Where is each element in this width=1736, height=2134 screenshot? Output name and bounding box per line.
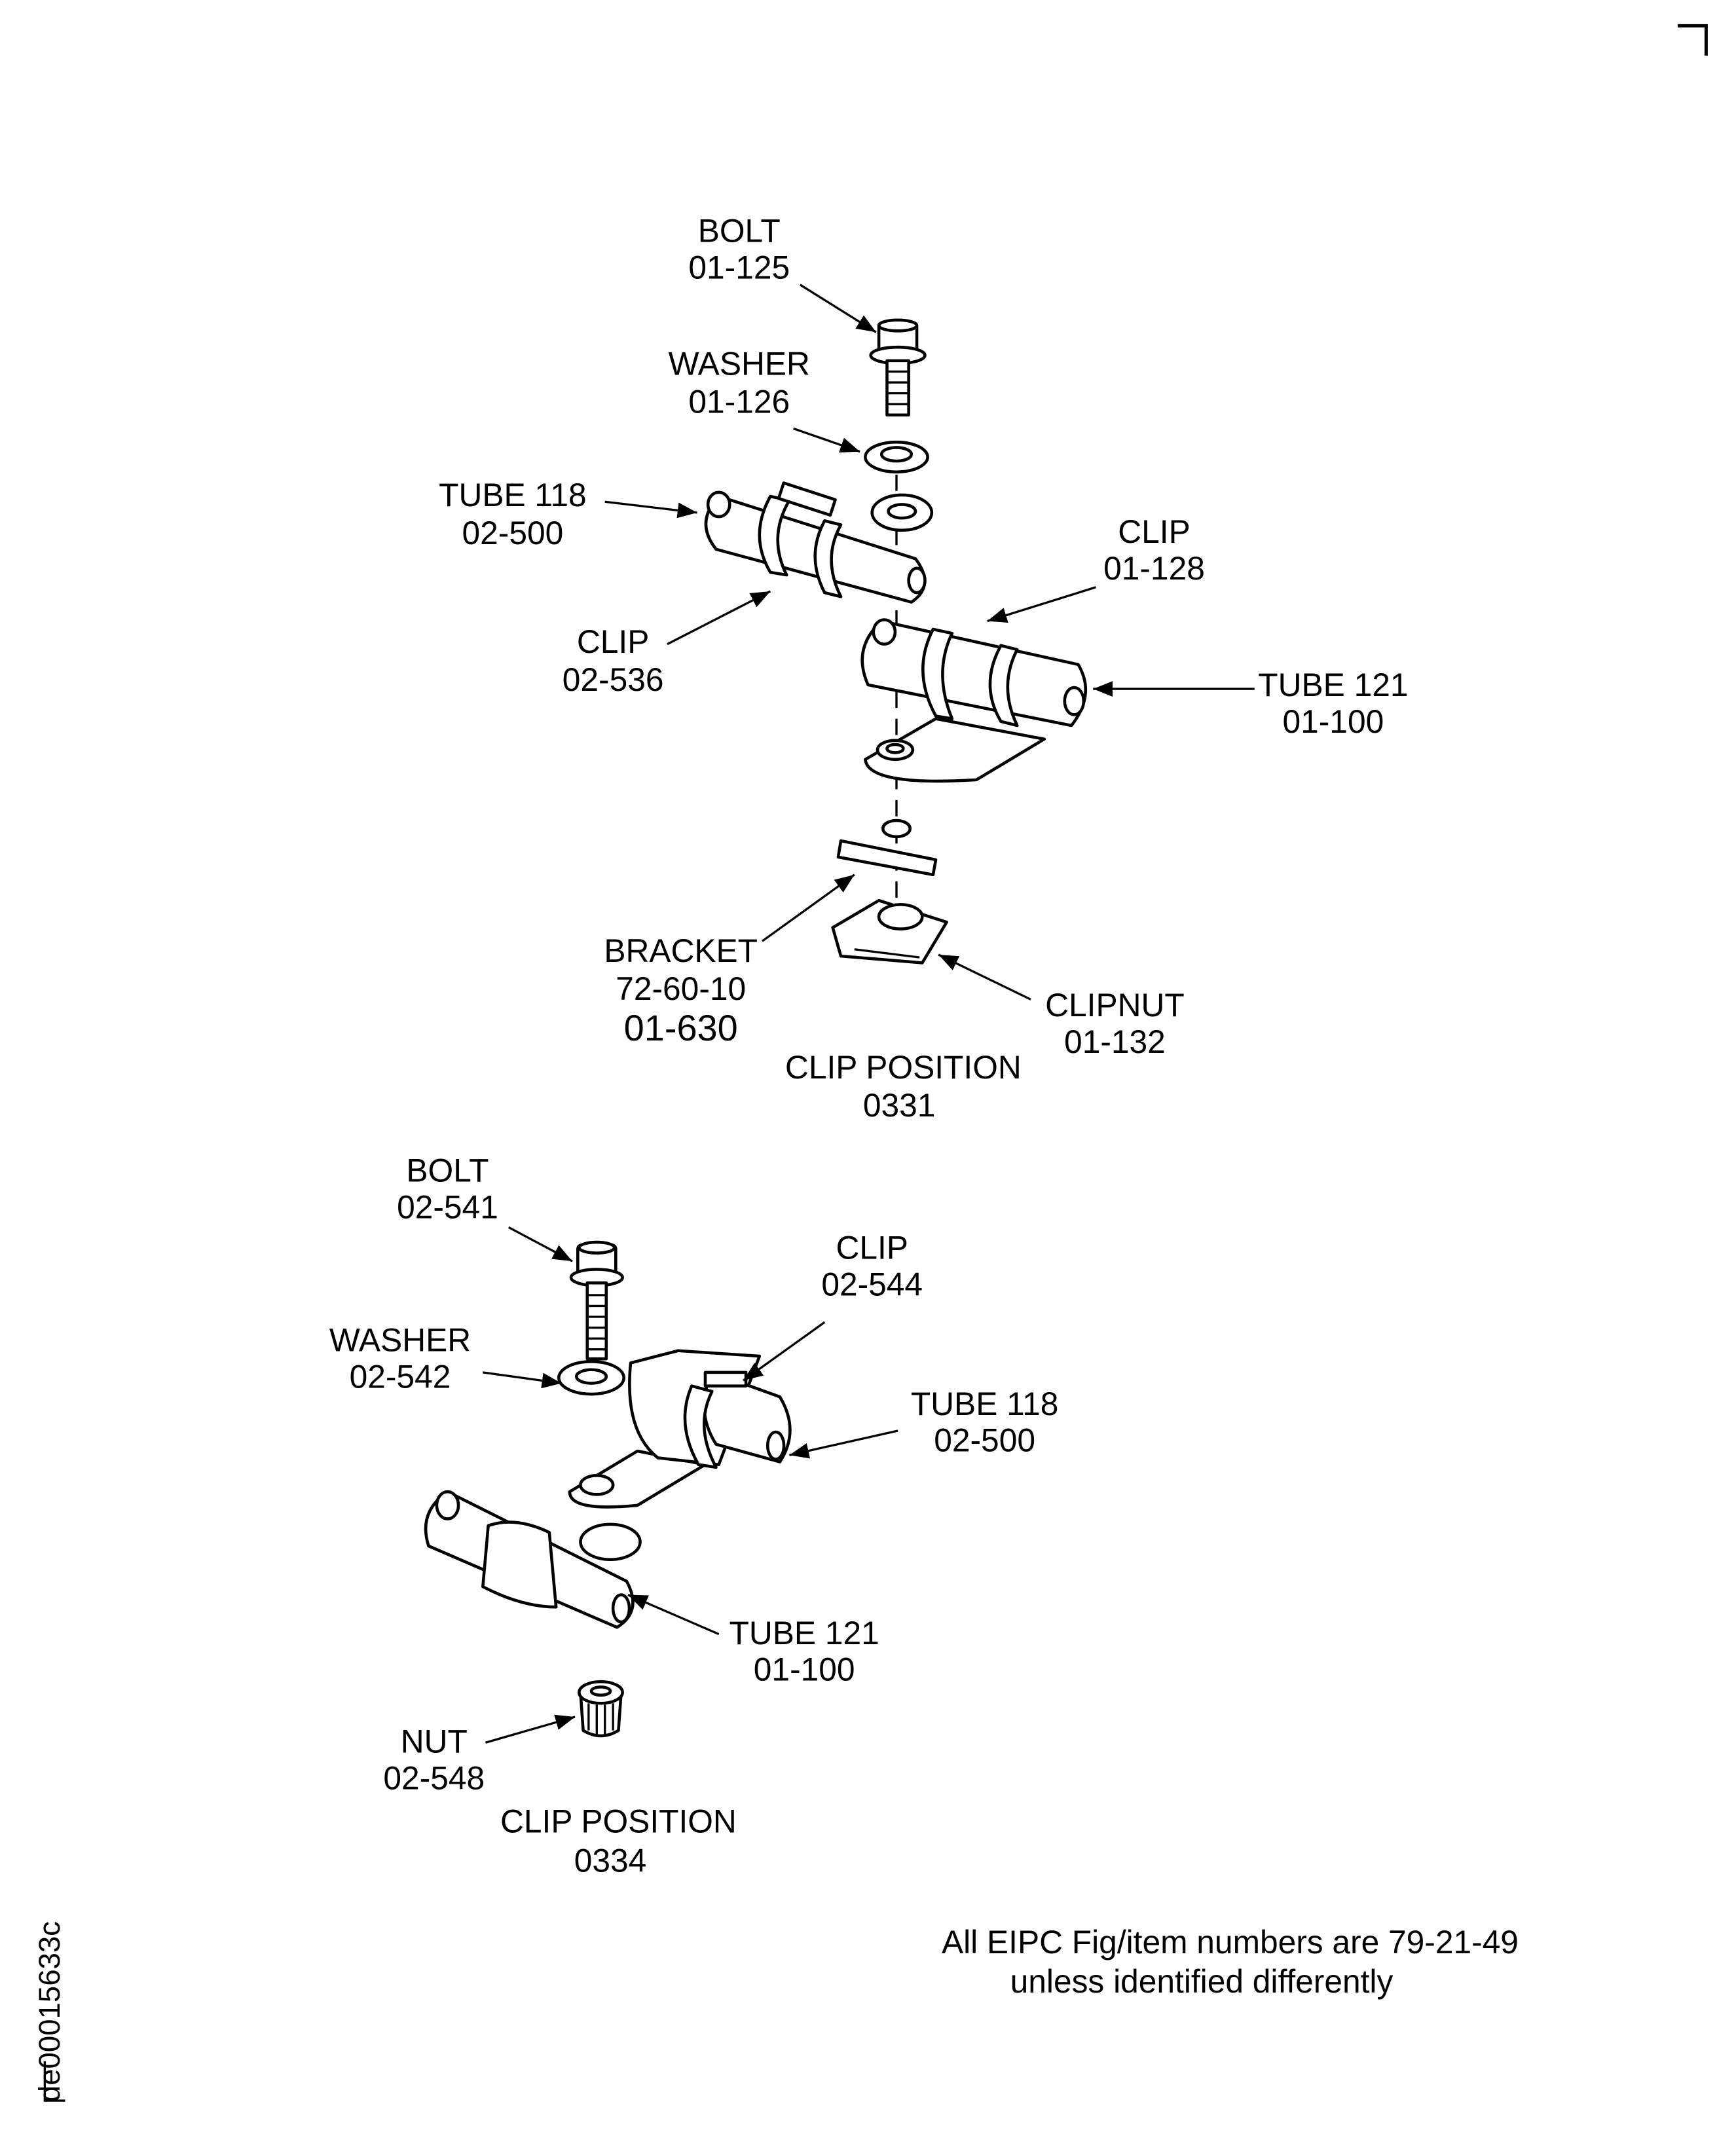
label-washer-01-126-item: 01-126 — [688, 383, 790, 420]
label-bracket-name: BRACKET — [604, 932, 758, 969]
clip-02-544-tube-118-drawing — [557, 1349, 792, 1509]
position-0331-assembly — [704, 318, 1088, 965]
label-clip-02-536-name: CLIP — [577, 623, 649, 660]
label-tube-121-name-0334: TUBE 121 — [729, 1615, 879, 1651]
label-clip-01-128-item: 01-128 — [1103, 550, 1205, 587]
label-tube-118-name-0334: TUBE 118 — [911, 1386, 1059, 1422]
label-bolt-02-541-item: 02-541 — [397, 1188, 498, 1225]
note-line-1: All EIPC Fig/item numbers are 79-21-49 — [942, 1924, 1519, 1960]
label-bracket-ref: 72-60-10 — [616, 970, 746, 1007]
figure-id: de00015633c — [33, 1921, 66, 2102]
label-tube-121-item-0334: 01-100 — [754, 1651, 855, 1688]
label-bolt-02-541-name: BOLT — [406, 1152, 489, 1189]
labels-0334: BOLT 02-541 CLIP 02-544 WASHER 02-542 TU… — [329, 1152, 1059, 1879]
label-tube-118-name: TUBE 118 — [439, 477, 587, 513]
label-tube-118-item: 02-500 — [462, 515, 564, 551]
small-washer-drawing — [881, 819, 912, 839]
labels-0331: BOLT 01-125 WASHER 01-126 TUBE 118 02-50… — [439, 212, 1408, 1124]
label-bracket-item: 01-630 — [624, 1007, 738, 1048]
label-nut-name: NUT — [401, 1723, 468, 1759]
label-clip-02-544-name: CLIP — [836, 1230, 908, 1266]
label-tube-121-item: 01-100 — [1283, 703, 1384, 740]
washer-01-126-drawing — [864, 440, 929, 474]
bolt-01-125-drawing — [869, 318, 927, 417]
label-clip-02-536-item: 02-536 — [563, 661, 664, 698]
tube-121-clip-01-128-drawing — [860, 618, 1088, 783]
label-washer-02-542-item: 02-542 — [350, 1358, 451, 1395]
clipnut-01-132-drawing — [831, 898, 948, 965]
position-0331-title: CLIP POSITION — [785, 1049, 1022, 1086]
position-0334-assembly — [424, 1240, 792, 1738]
label-bolt-01-125-item: 01-125 — [688, 249, 790, 285]
label-clipnut-item: 01-132 — [1064, 1023, 1166, 1060]
label-clip-02-544-item: 02-544 — [821, 1266, 923, 1303]
label-clipnut-name: CLIPNUT — [1045, 987, 1185, 1023]
label-bolt-01-125-name: BOLT — [698, 212, 781, 249]
nut-02-548-drawing — [578, 1680, 624, 1738]
label-tube-121-name: TUBE 121 — [1258, 667, 1408, 703]
label-washer-01-126-name: WASHER — [669, 345, 810, 382]
bolt-02-541-drawing — [569, 1240, 624, 1361]
position-0331-number: 0331 — [863, 1087, 936, 1124]
label-washer-02-542-name: WASHER — [329, 1321, 471, 1358]
position-0334-title: CLIP POSITION — [500, 1803, 737, 1840]
label-clip-01-128-name: CLIP — [1118, 513, 1190, 550]
tube-121-drawing — [424, 1490, 642, 1629]
leader-lines-0331 — [604, 284, 1255, 1001]
tube-118-clip-02-536-drawing — [704, 481, 934, 604]
figure-id-corner-mark — [43, 2061, 65, 2102]
note-line-2: unless identified differently — [1010, 1963, 1394, 2000]
corner-mark — [1677, 24, 1708, 56]
label-tube-118-item-0334: 02-500 — [934, 1422, 1035, 1459]
label-nut-item: 02-548 — [383, 1759, 485, 1796]
position-0334-number: 0334 — [574, 1843, 647, 1879]
leader-lines-0334 — [483, 1226, 898, 1744]
bracket-72-60-10-drawing — [836, 839, 938, 877]
